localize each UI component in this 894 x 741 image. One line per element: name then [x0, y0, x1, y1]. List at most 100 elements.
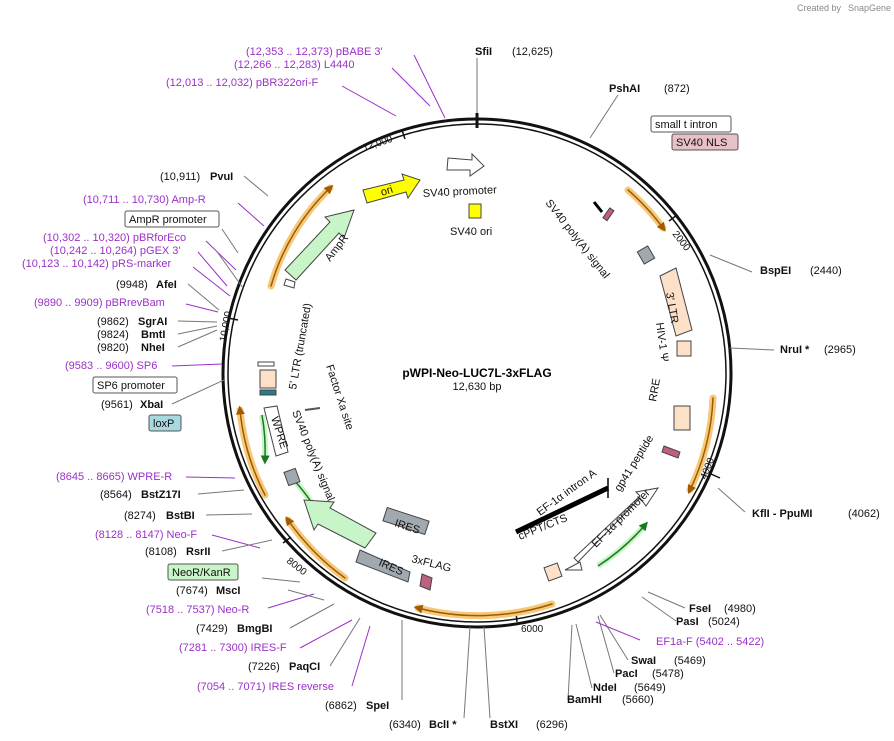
site-bmti-pos: (9824) [97, 329, 129, 341]
site-paci: PacI [615, 668, 638, 680]
site-pshai: PshAI [609, 83, 640, 95]
primer-amp-r: (10,711 .. 10,730) Amp-R [83, 194, 206, 206]
feature-rre: RRE [647, 378, 663, 403]
feature-sv40-ori: SV40 ori [450, 226, 492, 238]
orf-arcs [235, 184, 717, 620]
site-bmgbi-pos: (7429) [196, 623, 228, 635]
created-by-text: Created by [797, 3, 842, 13]
primer-ef1a-f: EF1a-F (5402 .. 5422) [656, 636, 764, 648]
site-nrui-pos: (2965) [824, 344, 856, 356]
label-neor-kanr: NeoR/KanR [172, 567, 231, 579]
site-pshai-pos: (872) [664, 83, 690, 95]
site-spei-pos: (6862) [325, 700, 357, 712]
site-fsei-pos: (4980) [724, 603, 756, 615]
site-bamhi-pos: (5660) [622, 694, 654, 706]
leader-lines-left [171, 175, 361, 667]
site-nhei-pos: (9820) [97, 342, 129, 354]
leader-lines-primer [171, 54, 641, 687]
site-bcli: BclI * [429, 719, 457, 731]
site-nhei: NheI [141, 342, 165, 354]
box-ampr-promoter [124, 210, 220, 228]
site-paci-pos: (5478) [652, 668, 684, 680]
primer-ires-f: (7281 .. 7300) IRES-F [179, 642, 287, 654]
site-bamhi: BamHI [567, 694, 602, 706]
site-pvui: PvuI [210, 171, 233, 183]
site-kfli-ppumi: KflI - PpuMI [752, 508, 813, 520]
box-loxp [148, 414, 182, 432]
site-xbai: XbaI [140, 399, 163, 411]
box-sp6-promoter [92, 376, 178, 394]
site-kfli-pos: (4062) [848, 508, 880, 520]
tick-label-12000: 12,000 [362, 134, 395, 154]
site-afei-pos: (9948) [116, 279, 148, 291]
feature-3xflag: 3xFLAG [410, 553, 452, 574]
primer-sp6: (9583 .. 9600) SP6 [65, 360, 157, 372]
site-afei: AfeI [156, 279, 177, 291]
feature-factor-xa: Factor Xa site [323, 363, 355, 431]
site-bstz17i: BstZ17I [141, 489, 181, 501]
site-paqci-pos: (7226) [248, 661, 280, 673]
site-xbai-pos: (9561) [101, 399, 133, 411]
feature-sv40-polya-left: SV40 poly(A) signal [289, 409, 336, 503]
site-bcli-pos: (6340) [389, 719, 421, 731]
feature-ef1a-intron: EF-1α intron A [535, 467, 600, 519]
plasmid-name: pWPI-Neo-LUC7L-3xFLAG [402, 366, 551, 380]
site-msci-pos: (7674) [176, 585, 208, 597]
site-nrui: NruI * [780, 344, 810, 356]
site-bstxi-pos: (6296) [536, 719, 568, 731]
primer-pgex3: (10,242 .. 10,264) pGEX 3' [50, 245, 181, 257]
site-bstbi-pos: (8274) [124, 510, 156, 522]
site-bmgbi: BmgBI [237, 623, 272, 635]
tick-label-10000: 10,000 [218, 310, 234, 342]
site-pvui-pos: (10,911) [160, 171, 200, 183]
box-neor-kanr [167, 563, 239, 581]
site-sfii: SfiI [475, 46, 492, 58]
site-bspei-pos: (2440) [810, 265, 842, 277]
feature-shapes [257, 152, 693, 591]
site-bstz17i-pos: (8564) [100, 489, 132, 501]
label-loxp: loxP [153, 418, 174, 430]
feature-ef1a-promoter: EF-1α promoter [590, 487, 653, 550]
primer-neo-f: (8128 .. 8147) Neo-F [95, 529, 197, 541]
primer-pbrrevbam: (9890 .. 9909) pBRrevBam [34, 297, 165, 309]
label-small-t-intron: small t intron [655, 119, 717, 131]
box-small-t-intron [650, 115, 732, 133]
snapgene-brand: SnapGene [848, 3, 891, 13]
primer-l4440: (12,266 .. 12,283) L4440 [234, 59, 354, 71]
primer-ires-reverse: (7054 .. 7071) IRES reverse [197, 681, 334, 693]
site-sgrai-pos: (9862) [97, 316, 129, 328]
label-ampr-promoter: AmpR promoter [129, 214, 207, 226]
site-sgrai: SgrAI [138, 316, 167, 328]
site-bstbi: BstBI [166, 510, 195, 522]
site-pasi-pos: (5024) [708, 616, 740, 628]
label-sp6-promoter: SP6 promoter [97, 380, 165, 392]
primer-pbr322ori-f: (12,013 .. 12,032) pBR322ori-F [166, 77, 319, 89]
site-bspei: BspEI [760, 265, 791, 277]
primer-pbrforeco: (10,302 .. 10,320) pBRforEco [43, 232, 186, 244]
site-swai-pos: (5469) [674, 655, 706, 667]
feature-gp41: gp41 peptide [612, 433, 656, 493]
site-fsei: FseI [689, 603, 711, 615]
primer-prs-marker: (10,123 .. 10,142) pRS-marker [22, 258, 172, 270]
tick-label-6000: 6000 [521, 624, 544, 635]
site-sfii-pos: (12,625) [512, 46, 553, 58]
feature-hiv-psi: HIV-1 Ψ [653, 322, 670, 363]
site-bmti: BmtI [141, 329, 165, 341]
site-ndei: NdeI [593, 682, 617, 694]
site-msci: MscI [216, 585, 240, 597]
primer-neo-r: (7518 .. 7537) Neo-R [146, 604, 249, 616]
site-paqci: PaqCI [289, 661, 320, 673]
feature-ori: ori [379, 184, 394, 199]
feature-sv40-promoter: SV40 promoter [423, 184, 498, 200]
box-sv40-nls [671, 133, 739, 151]
site-ndei-pos: (5649) [634, 682, 666, 694]
primer-pbabe3: (12,353 .. 12,373) pBABE 3' [246, 46, 383, 58]
primer-wpre-r: (8645 .. 8665) WPRE-R [56, 471, 172, 483]
green-arcs [259, 414, 648, 569]
plasmid-size: 12,630 bp [453, 381, 502, 393]
site-rsrii: RsrII [186, 546, 210, 558]
feature-3-ltr: 3' LTR [663, 291, 680, 324]
label-sv40-nls: SV40 NLS [676, 137, 727, 149]
site-rsrii-pos: (8108) [145, 546, 177, 558]
feature-5-ltr: 5' LTR (truncated) [287, 302, 314, 390]
